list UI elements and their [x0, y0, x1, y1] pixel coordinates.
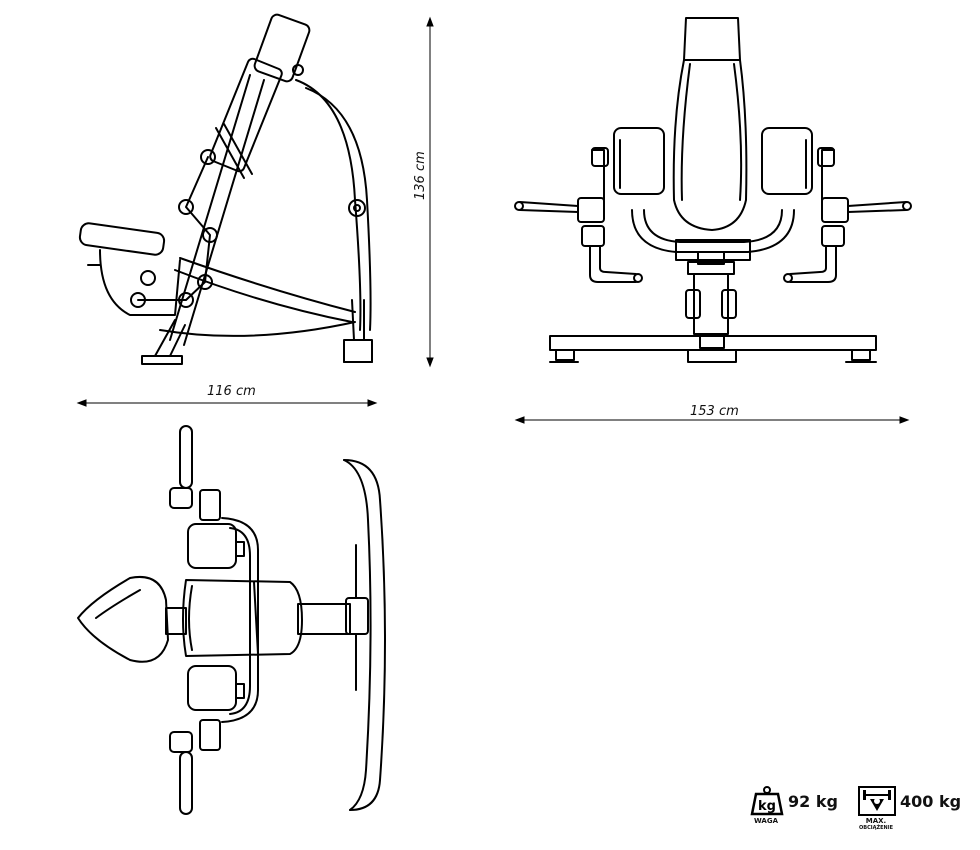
weight-kg-icon: kg	[750, 786, 784, 816]
weight-spec: kg 92 kg WAGA	[750, 786, 838, 825]
width-dimension-label: 153 cm	[690, 404, 739, 419]
barbell-max-load-icon	[858, 786, 896, 816]
height-dimension-label: 136 cm	[413, 151, 428, 200]
max-load-caption: OBCIĄŻENIE	[859, 825, 893, 831]
max-load-value: 400 kg	[900, 791, 962, 811]
weight-caption: WAGA	[754, 817, 778, 825]
weight-value: 92 kg	[788, 791, 838, 811]
depth-dimension-label: 116 cm	[207, 384, 256, 399]
svg-text:kg: kg	[758, 799, 776, 814]
max-load-spec: 400 kg MAX. OBCIĄŻENIE	[858, 786, 962, 831]
max-load-icon-text: MAX.	[865, 817, 887, 825]
